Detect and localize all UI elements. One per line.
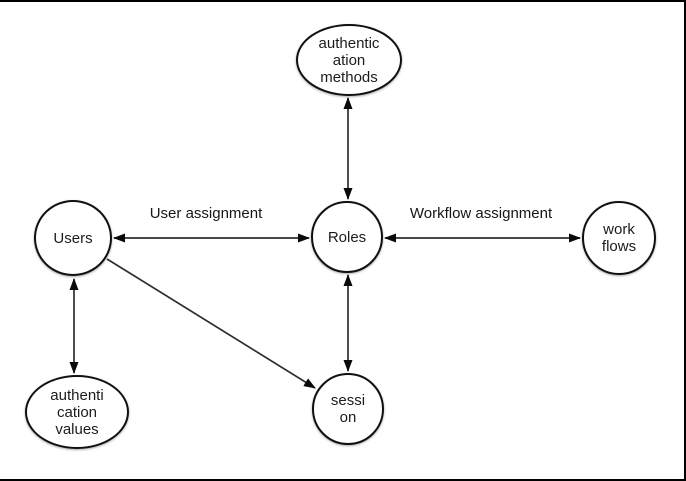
edge-label-workflow-assignment: Workflow assignment [409, 205, 553, 222]
node-session: sessi on [312, 373, 384, 445]
node-label-line: on [339, 409, 357, 426]
node-label-line: ation [332, 51, 366, 69]
node-label-line: work [603, 221, 635, 238]
node-label-line: Roles [327, 228, 367, 246]
node-label-line: authenti [50, 386, 104, 404]
node-label-line: sessi [330, 392, 366, 409]
node-label-line: authentic [318, 34, 380, 52]
edge-label-user-assignment: User assignment [149, 205, 263, 222]
node-authentication-values: authenti cation values [25, 375, 129, 449]
node-label-line: cation [56, 403, 98, 421]
node-workflows: work flows [582, 201, 656, 275]
node-label-line: Users [53, 229, 93, 247]
node-label-line: methods [320, 68, 378, 86]
node-users: Users [34, 200, 112, 276]
node-label-line: values [55, 420, 99, 438]
node-authentication-methods: authentic ation methods [296, 24, 402, 96]
node-roles: Roles [311, 201, 383, 273]
node-label-line: flows [601, 238, 637, 255]
edge-users-session [106, 258, 316, 389]
